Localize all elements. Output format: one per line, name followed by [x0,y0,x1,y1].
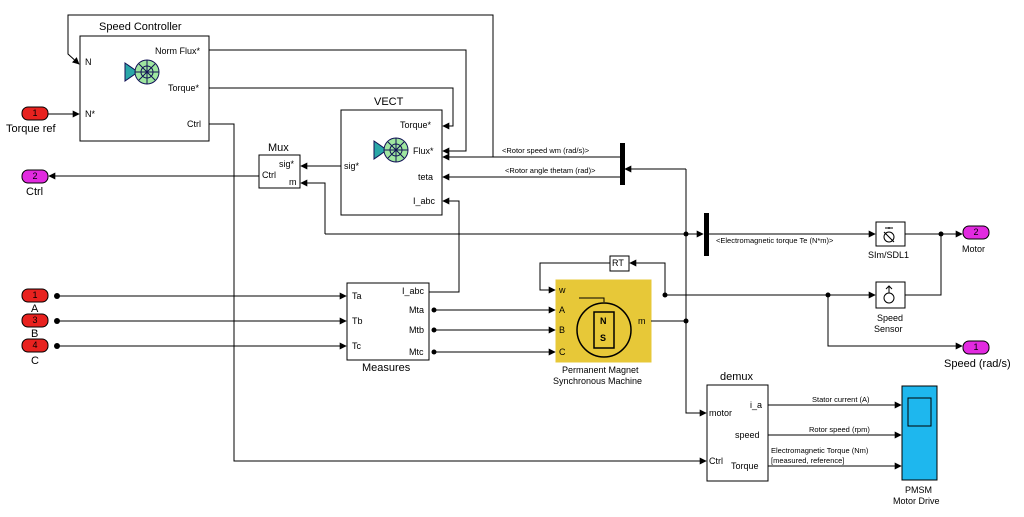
vect-in-flux: Flux* [413,146,434,156]
motor-rotor-icon [576,297,632,358]
pmsm-in-c: C [559,347,566,357]
bus-selector-bar-lower [704,213,709,256]
outport-speed[interactable] [962,340,990,355]
scope-screen [907,397,932,427]
speed-controller-out-flux: Norm Flux* [155,46,201,56]
outport-ctrl-label: Ctrl [26,186,44,198]
measures-out-mtb: Mtb [409,325,425,335]
outport-ctrl-number: 2 [32,171,38,181]
inport-a-label: A [31,303,39,315]
pmsm-in-a: A [559,305,566,315]
demux-title: demux [720,371,754,383]
vect-in-iabc: I_abc [413,196,436,206]
measures-in-ta: Ta [352,291,362,301]
signal-em-torque-nm-line2: [measured, reference] [771,456,845,465]
speed-sensor-icon [883,285,895,304]
inport-b-number: 3 [32,315,38,325]
signal-rotor-speed: <Rotor speed wm (rad/s)> [502,146,590,155]
rt-label: RT [612,258,624,268]
mux-block[interactable] [258,154,301,189]
speed-controller-title: Speed Controller [99,21,182,33]
signal-lines [48,14,963,470]
measures-in-tb: Tb [352,316,363,326]
outport-motor[interactable] [962,225,990,240]
signal-em-torque-nm-line1: Electromagnetic Torque (Nm) [771,446,869,455]
demux-block[interactable] [706,384,769,482]
speed-sensor-block[interactable] [875,281,906,309]
bus-selector-bar-upper [620,143,625,185]
signal-em-torque: <Electromagnetic torque Te (N*m)> [716,236,834,245]
signal-rotor-rpm: Rotor speed (rpm) [809,425,870,434]
inport-b-label: B [31,328,39,340]
vect-in-torque: Torque* [400,120,432,130]
measures-out-mta: Mta [409,305,425,315]
controller-icon [124,59,160,85]
pmsm-in-w: w [559,285,566,295]
speed-sensor-label-line2: Sensor [874,324,903,334]
vect-in-teta: teta [418,172,434,182]
mux-title: Mux [268,142,289,154]
scope-label-line1: PMSM [905,485,932,495]
vect-icon [373,137,409,163]
torque-sensor-icon [883,227,895,243]
pmsm-title-line1: Permanent Magnet [562,365,639,375]
measures-out-iabc: I_abc [402,286,425,296]
speed-controller-out-ctrl: Ctrl [187,119,201,129]
speed-sensor-label-line1: Speed [877,313,904,323]
signal-stator-current: Stator current (A) [812,395,870,404]
signal-rotor-angle: <Rotor angle thetam (rad)> [505,166,596,175]
outport-ctrl[interactable] [21,169,49,184]
pmsm-in-b: B [559,325,566,335]
mux-in-m: m [289,177,297,187]
pmsm-title-line2: Synchronous Machine [553,376,643,386]
mux-in-sig: sig* [279,159,295,169]
mux-out-ctrl: Ctrl [262,170,276,180]
inport-a-number: 1 [32,290,38,300]
sim-sdl-label: SIm/SDL1 [868,250,910,260]
vect-title: VECT [374,96,404,108]
outport-speed-label: Speed (rad/s) [944,358,1011,370]
inport-c-label: C [31,355,39,367]
pmsm-rotor-n: N [600,316,607,326]
demux-out-speed: speed [735,430,760,440]
inport-torque-ref-label: Torque ref [6,123,56,135]
measures-in-tc: Tc [352,341,361,351]
outport-motor-number: 2 [973,227,979,237]
inport-c-number: 4 [32,340,38,350]
speed-controller-in-n: N [85,57,92,67]
demux-out-torque: Torque [731,461,759,471]
measures-title: Measures [362,362,411,374]
inport-a[interactable] [21,288,49,303]
measures-out-mtc: Mtc [409,347,424,357]
demux-out-ia: i_a [750,400,763,410]
vect-block[interactable] [340,109,443,216]
scope-label-line2: Motor Drive [893,496,940,506]
pmsm-rotor-s: S [600,333,607,343]
pmsm-out-m: m [638,316,646,326]
outport-motor-label: Motor [962,244,986,254]
speed-controller-in-nstar: N* [85,109,96,119]
inport-torque-ref-number: 1 [32,108,38,118]
demux-in-motor: motor [709,408,733,418]
inport-b[interactable] [21,313,49,328]
speed-controller-out-torque: Torque* [168,83,200,93]
measures-block[interactable] [346,282,430,361]
sim-sdl-block[interactable] [875,221,906,247]
speed-controller-block[interactable] [79,35,210,142]
inport-c[interactable] [21,338,49,353]
junction-dots [54,231,944,355]
outport-speed-number: 1 [973,342,979,352]
vect-out-sig: sig* [344,161,360,171]
demux-in-ctrl: Ctrl [709,456,723,466]
